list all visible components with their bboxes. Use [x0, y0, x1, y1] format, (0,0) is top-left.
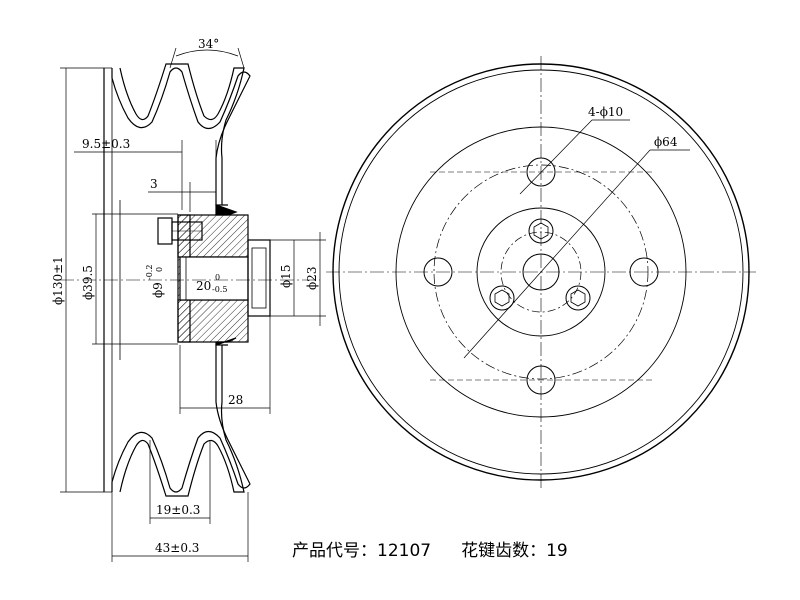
label-holes: 4-ϕ10 [588, 105, 623, 119]
product-code-label: 产品代号： [292, 541, 377, 561]
product-code: 12107 [377, 541, 432, 561]
shaft-stub [247, 239, 271, 317]
dim-hub-length: 28 [228, 393, 243, 407]
dim-angle: 34° [198, 37, 219, 51]
pulley-profile-bottom [111, 344, 251, 493]
dim-hub-diameter: ϕ39.5 [81, 265, 95, 300]
bore [179, 256, 249, 301]
bolt-head-right [565, 285, 591, 311]
dim-shaft-23: ϕ23 [305, 267, 319, 290]
dim-groove-offset: 9.5±0.3 [82, 137, 130, 151]
pulley-profile-bottom-inner [119, 345, 245, 497]
dim-groove-pitch: 19±0.3 [156, 503, 200, 517]
dim-bore-tol-lower: 0 [155, 267, 164, 272]
bolt-head-left [489, 285, 515, 311]
dim-bore: ϕ9 [151, 282, 165, 298]
side-view-labels: 34° 9.5±0.3 3 ϕ130±1 ϕ39.5 ϕ9 -0.2 0 20 … [51, 37, 319, 555]
dim-bore-depth-tol-lower: -0.5 [212, 285, 227, 294]
dim-flange: 3 [150, 177, 158, 191]
spline-teeth-label: 花键齿数： [461, 541, 547, 561]
front-view-labels: 4-ϕ10 ϕ64 [588, 105, 678, 149]
dim-overall-width: 43±0.3 [155, 541, 199, 555]
label-bolt-circle: ϕ64 [654, 135, 678, 149]
dim-bore-depth: 20 [196, 279, 211, 293]
dim-bore-tol-upper: -0.2 [145, 265, 154, 280]
side-view [60, 63, 320, 497]
product-caption: 产品代号：12107 花键齿数：19 [292, 536, 568, 561]
front-view [326, 56, 756, 490]
dim-bore-depth-tol-upper: 0 [215, 273, 220, 282]
side-view-dimensions [60, 47, 326, 562]
pulley-profile-top-inner [119, 63, 245, 205]
bolt-head [157, 217, 173, 245]
dim-outer-diameter: ϕ130±1 [51, 256, 65, 305]
dim-shaft-15: ϕ15 [279, 265, 293, 288]
spline-teeth: 19 [546, 541, 568, 561]
pulley-profile-top [111, 67, 251, 206]
